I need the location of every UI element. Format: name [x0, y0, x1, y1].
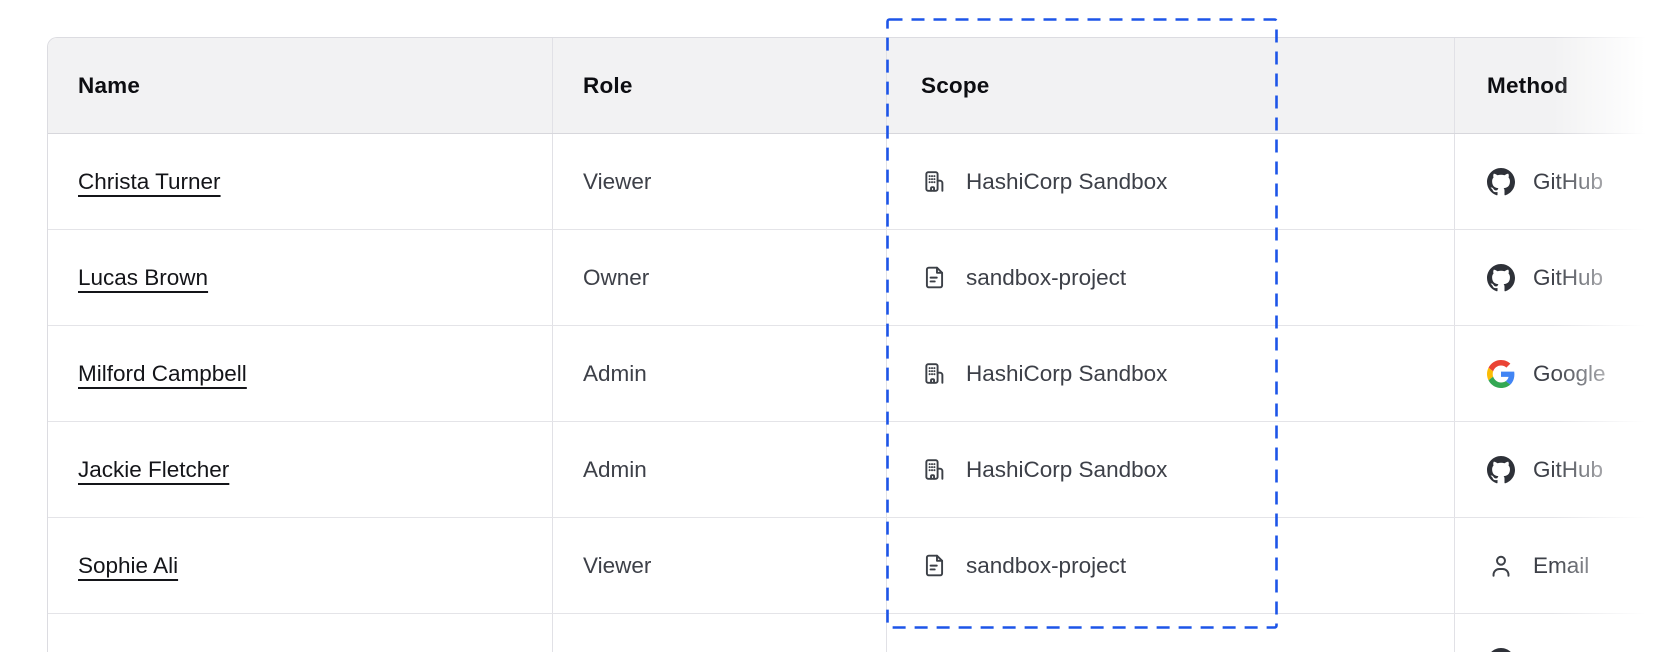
scope-value: sandbox-project	[966, 264, 1127, 290]
organization-icon	[921, 168, 948, 195]
name-cell: Christa Turner	[48, 134, 553, 229]
scope-value: HashiCorp Sandbox	[966, 456, 1168, 482]
name-cell: Milford Campbell	[48, 326, 553, 421]
member-name-link[interactable]: Lucas Brown	[78, 264, 209, 290]
role-cell: Admin	[553, 422, 887, 517]
table-row: Jackie Fletcher Admin HashiCorp Sandbox …	[48, 422, 1672, 518]
role-value: Admin	[583, 456, 647, 482]
scope-cell: HashiCorp Sandbox	[887, 422, 1455, 517]
github-icon	[1487, 647, 1515, 652]
method-value: Email	[1533, 552, 1590, 578]
table-row: Sophie Ali Viewer sandbox-project Email	[48, 518, 1672, 614]
column-header-label: Scope	[921, 72, 990, 98]
method-cell: GitHub	[1455, 422, 1672, 517]
name-cell: Lucas Brown	[48, 230, 553, 325]
role-value: Viewer	[583, 168, 652, 194]
scope-cell: sandbox-project	[887, 230, 1455, 325]
github-icon	[1487, 263, 1515, 292]
scope-value: HashiCorp Sandbox	[966, 168, 1168, 194]
person-icon	[1487, 552, 1515, 580]
column-header-name: Name	[48, 38, 553, 133]
scope-cell: HashiCorp Sandbox	[887, 134, 1455, 229]
scope-value: HashiCorp Sandbox	[966, 360, 1168, 386]
scope-cell: HashiCorp Sandbox	[887, 326, 1455, 421]
method-value: GitHub	[1533, 456, 1604, 482]
column-header-label: Name	[78, 72, 141, 98]
method-cell: Google	[1455, 326, 1672, 421]
method-cell: Email	[1455, 518, 1672, 613]
role-cell	[553, 614, 887, 652]
member-name-link[interactable]: Sophie Ali	[78, 552, 179, 578]
github-icon	[1487, 455, 1515, 484]
name-cell: Jackie Fletcher	[48, 422, 553, 517]
method-cell: GitHub	[1455, 230, 1672, 325]
role-cell: Owner	[553, 230, 887, 325]
role-value: Owner	[583, 264, 650, 290]
method-cell: GitHub	[1455, 134, 1672, 229]
table-row: Lucas Brown Owner sandbox-project GitHub	[48, 230, 1672, 326]
method-value: Google	[1533, 360, 1606, 386]
column-header-label: Method	[1487, 72, 1569, 98]
table-row: Christa Turner Viewer HashiCorp Sandbox …	[48, 134, 1672, 230]
scope-cell	[887, 614, 1455, 652]
column-header-method: Method	[1455, 38, 1672, 133]
name-cell	[48, 614, 553, 652]
member-name-link[interactable]: Milford Campbell	[78, 360, 247, 386]
name-cell: Sophie Ali	[48, 518, 553, 613]
role-value: Admin	[583, 360, 647, 386]
document-icon	[921, 552, 948, 579]
column-header-role: Role	[553, 38, 887, 133]
organization-icon	[921, 456, 948, 483]
member-name-link[interactable]: Christa Turner	[78, 168, 221, 194]
members-table: Name Role Scope Method Christa Turner Vi…	[47, 37, 1672, 652]
table-row: Milford Campbell Admin HashiCorp Sandbox…	[48, 326, 1672, 422]
google-icon	[1487, 359, 1515, 388]
role-cell: Viewer	[553, 134, 887, 229]
method-value: GitHub	[1533, 168, 1604, 194]
method-cell	[1455, 614, 1672, 652]
github-icon	[1487, 167, 1515, 196]
scope-cell: sandbox-project	[887, 518, 1455, 613]
role-cell: Admin	[553, 326, 887, 421]
role-value: Viewer	[583, 552, 652, 578]
column-header-label: Role	[583, 72, 633, 98]
column-header-scope: Scope	[887, 38, 1455, 133]
scope-value: sandbox-project	[966, 552, 1127, 578]
table-row-partial	[48, 614, 1672, 652]
organization-icon	[921, 360, 948, 387]
table-header-row: Name Role Scope Method	[48, 38, 1672, 134]
method-value: GitHub	[1533, 264, 1604, 290]
role-cell: Viewer	[553, 518, 887, 613]
document-icon	[921, 264, 948, 291]
member-name-link[interactable]: Jackie Fletcher	[78, 456, 230, 482]
